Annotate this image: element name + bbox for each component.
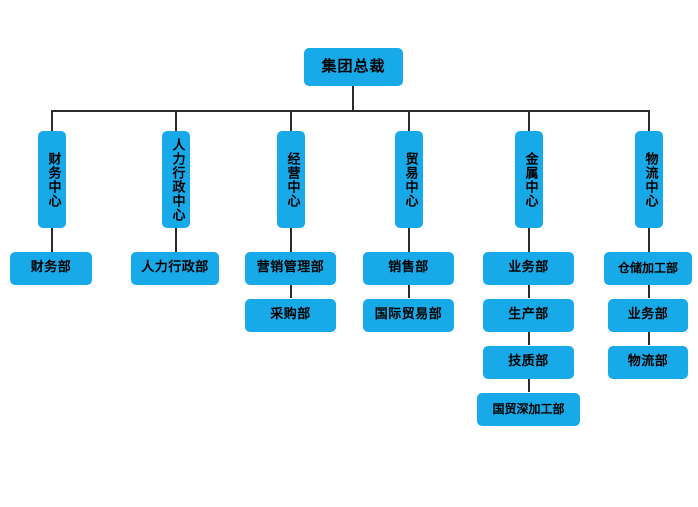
connector-logistics-dept-2-to-3 (648, 331, 650, 345)
connector-drop-operations-center (290, 110, 292, 132)
connector-finance-center-to-dept (51, 228, 53, 252)
node-logistics-center[interactable]: 物流中心 (635, 131, 663, 228)
connector-hr-admin-center-to-dept (175, 228, 177, 252)
connector-metal-center-to-dept (528, 228, 530, 252)
connector-metal-dept-1-to-2 (528, 284, 530, 298)
node-dept-marketing-management[interactable]: 营销管理部 (245, 252, 336, 285)
connector-root-stem (352, 85, 354, 111)
node-dept-warehouse-processing[interactable]: 仓储加工部 (604, 252, 692, 285)
connector-metal-dept-3-to-4 (528, 378, 530, 392)
node-dept-international-trade[interactable]: 国际贸易部 (363, 299, 454, 332)
connector-drop-hr-admin-center (175, 110, 177, 132)
connector-operations-dept-1-to-2 (290, 284, 292, 298)
node-dept-sales[interactable]: 销售部 (363, 252, 454, 285)
connector-drop-logistics-center (648, 110, 650, 132)
connector-drop-metal-center (528, 110, 530, 132)
node-dept-logistics[interactable]: 物流部 (608, 346, 688, 379)
node-dept-metal-business[interactable]: 业务部 (483, 252, 574, 285)
node-dept-purchasing[interactable]: 采购部 (245, 299, 336, 332)
node-metal-center[interactable]: 金属中心 (515, 131, 543, 228)
node-hr-admin-center[interactable]: 人力行政中心 (162, 131, 190, 228)
connector-horizontal-bus (51, 110, 649, 112)
node-dept-technical-quality[interactable]: 技质部 (483, 346, 574, 379)
connector-metal-dept-2-to-3 (528, 331, 530, 345)
node-trade-center[interactable]: 贸易中心 (395, 131, 423, 228)
node-dept-logistics-business[interactable]: 业务部 (608, 299, 688, 332)
connector-logistics-center-to-dept (648, 228, 650, 252)
node-dept-production[interactable]: 生产部 (483, 299, 574, 332)
connector-trade-dept-1-to-2 (408, 284, 410, 298)
connector-logistics-dept-1-to-2 (648, 284, 650, 298)
node-dept-intl-trade-deep-processing[interactable]: 国贸深加工部 (477, 393, 580, 426)
node-operations-center[interactable]: 经营中心 (277, 131, 305, 228)
connector-drop-finance-center (51, 110, 53, 132)
node-group-president[interactable]: 集团总裁 (304, 48, 403, 86)
connector-drop-trade-center (408, 110, 410, 132)
node-finance-center[interactable]: 财务中心 (38, 131, 66, 228)
node-dept-finance[interactable]: 财务部 (10, 252, 92, 285)
connector-operations-center-to-dept (290, 228, 292, 252)
connector-trade-center-to-dept (408, 228, 410, 252)
node-dept-hr-admin[interactable]: 人力行政部 (131, 252, 219, 285)
